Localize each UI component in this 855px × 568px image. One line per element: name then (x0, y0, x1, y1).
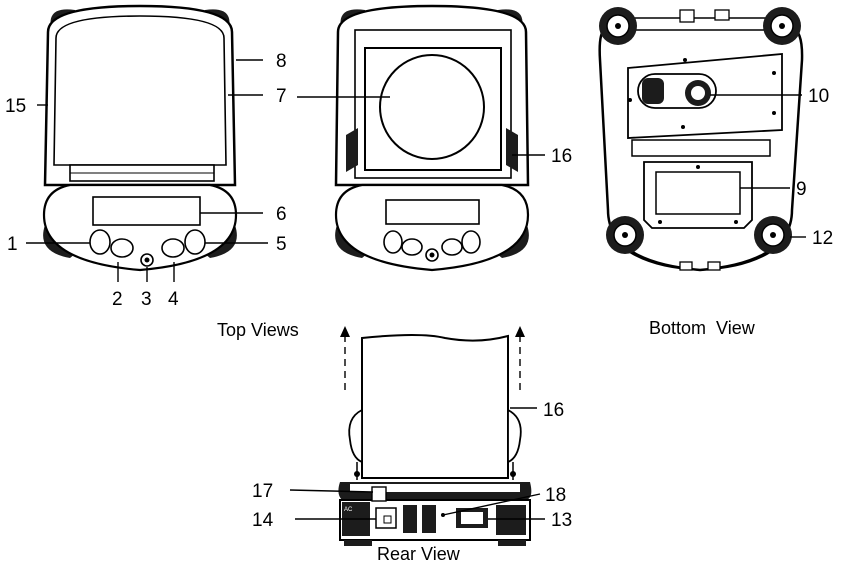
callout-17: 17 (252, 481, 273, 502)
callout-7: 7 (276, 86, 287, 107)
caption-top-views: Top Views (217, 320, 299, 340)
top-view-cover-open (334, 4, 530, 272)
level-bubble-inner (144, 257, 150, 263)
callout-16-rear: 16 (543, 400, 564, 421)
leaders-bottom (710, 94, 806, 238)
display-window-2 (385, 199, 480, 225)
top-view-cover-closed (42, 4, 238, 272)
key-2 (110, 238, 134, 258)
foot-top-left (599, 7, 637, 45)
callout-16-top: 16 (551, 146, 572, 167)
cover-inner (53, 15, 227, 166)
leaders-rear (289, 407, 545, 520)
key-1 (89, 229, 111, 255)
view-captions: Top Views Bottom View Rear View (217, 318, 756, 564)
svg-text:AC: AC (344, 507, 353, 513)
callout-12: 12 (812, 228, 833, 249)
bottom-view (598, 7, 804, 272)
callout-14: 14 (252, 510, 274, 531)
callout-4: 4 (168, 289, 179, 310)
caption-rear-view: Rear View (377, 544, 461, 563)
left-draft-shield (346, 128, 358, 172)
callout-18: 18 (545, 485, 566, 506)
rear-view: AC (338, 326, 532, 546)
callout-9: 9 (796, 179, 807, 200)
leaders-view2 (297, 96, 545, 156)
right-draft-shield (506, 128, 518, 172)
raised-cover (361, 334, 509, 479)
foot-top-right (763, 7, 801, 45)
base-front-2 (334, 183, 530, 272)
callout-13: 13 (551, 510, 572, 531)
callout-2: 2 (112, 289, 123, 310)
callout-1: 1 (7, 234, 18, 255)
caption-bottom-view: Bottom View (649, 318, 756, 338)
callout-15: 15 (5, 96, 26, 117)
key-4 (161, 238, 185, 258)
weighing-pan (379, 54, 485, 160)
callout-5: 5 (276, 234, 287, 255)
display-window (92, 196, 201, 226)
callout-6: 6 (276, 204, 287, 225)
foot-bottom-right (754, 216, 792, 254)
foot-bottom-left (606, 216, 644, 254)
key-5 (184, 229, 206, 255)
callout-10: 10 (808, 86, 829, 107)
callout-labels: 1 2 3 4 5 6 7 8 15 16 10 9 12 16 17 14 1… (5, 51, 833, 531)
security-bracket (371, 486, 387, 502)
leaders-view1 (26, 59, 268, 282)
callout-8: 8 (276, 51, 287, 72)
callout-3: 3 (141, 289, 152, 310)
